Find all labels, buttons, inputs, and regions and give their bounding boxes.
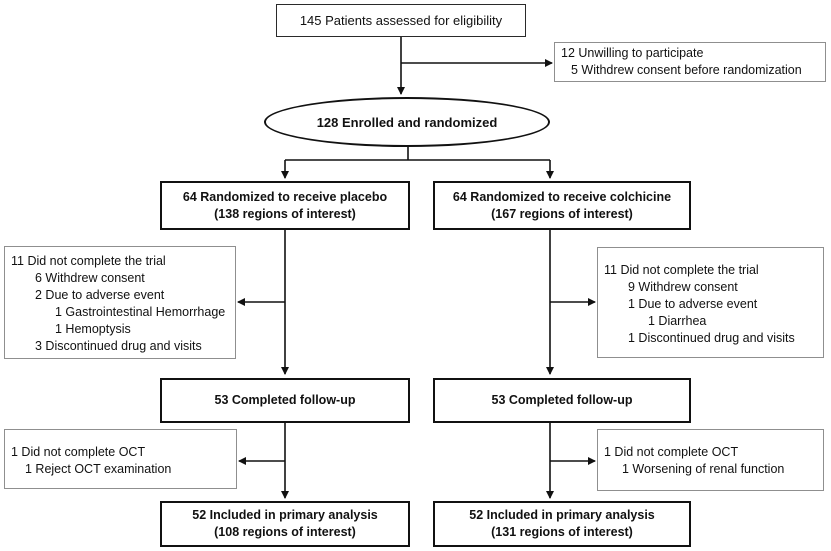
placebo-withdrew: 6 Withdrew consent (35, 271, 145, 285)
colchicine-completed-text: 53 Completed follow-up (491, 393, 633, 407)
colchicine-analysis-box: 52 Included in primary analysis (131 reg… (433, 501, 691, 547)
placebo-completed-box: 53 Completed follow-up (160, 378, 410, 423)
placebo-arm-box: 64 Randomized to receive placebo (138 re… (160, 181, 410, 230)
eligibility-text: 145 Patients assessed for eligibility (299, 13, 503, 28)
colchicine-discontinued: 1 Discontinued drug and visits (628, 331, 795, 345)
colchicine-arm-regions: (167 regions of interest) (491, 206, 633, 221)
excluded-item-withdrew: 5 Withdrew consent before randomization (571, 63, 802, 77)
placebo-analysis-box: 52 Included in primary analysis (108 reg… (160, 501, 410, 547)
colchicine-completed-box: 53 Completed follow-up (433, 378, 691, 423)
placebo-arm-title: 64 Randomized to receive placebo (182, 189, 388, 204)
placebo-oct-box: 1 Did not complete OCT 1 Reject OCT exam… (4, 429, 237, 489)
colchicine-adverse-diarrhea: 1 Diarrhea (648, 314, 707, 328)
placebo-oct-title: 1 Did not complete OCT (11, 445, 146, 459)
placebo-analysis-regions: (108 regions of interest) (214, 525, 356, 539)
colchicine-arm-title: 64 Randomized to receive colchicine (452, 189, 672, 204)
colchicine-analysis-title: 52 Included in primary analysis (469, 508, 655, 522)
placebo-dropout-box: 11 Did not complete the trial 6 Withdrew… (4, 246, 236, 359)
placebo-completed-text: 53 Completed follow-up (214, 393, 356, 407)
colchicine-analysis-regions: (131 regions of interest) (491, 525, 633, 539)
colchicine-oct-title: 1 Did not complete OCT (604, 445, 739, 459)
placebo-adverse-gi: 1 Gastrointestinal Hemorrhage (55, 305, 226, 319)
placebo-analysis-title: 52 Included in primary analysis (192, 508, 378, 522)
placebo-oct-reason: 1 Reject OCT examination (25, 462, 172, 476)
placebo-dropout-title: 11 Did not complete the trial (11, 254, 166, 268)
colchicine-withdrew: 9 Withdrew consent (628, 280, 738, 294)
colchicine-dropout-box: 11 Did not complete the trial 9 Withdrew… (597, 247, 824, 358)
colchicine-oct-box: 1 Did not complete OCT 1 Worsening of re… (597, 429, 824, 491)
colchicine-dropout-title: 11 Did not complete the trial (604, 263, 759, 277)
colchicine-oct-reason: 1 Worsening of renal function (622, 462, 785, 476)
colchicine-arm-box: 64 Randomized to receive colchicine (167… (433, 181, 691, 230)
excluded-item-unwilling: 12 Unwilling to participate (561, 46, 704, 60)
placebo-discontinued: 3 Discontinued drug and visits (35, 339, 202, 353)
placebo-adverse: 2 Due to adverse event (35, 288, 165, 302)
placebo-adverse-hemoptysis: 1 Hemoptysis (55, 322, 131, 336)
placebo-arm-regions: (138 regions of interest) (214, 206, 356, 221)
eligibility-box: 145 Patients assessed for eligibility (276, 4, 526, 37)
excluded-box: 12 Unwilling to participate 5 Withdrew c… (554, 42, 826, 82)
enrolled-text: 128 Enrolled and randomized (316, 114, 498, 130)
colchicine-adverse: 1 Due to adverse event (628, 297, 758, 311)
enrolled-oval: 128 Enrolled and randomized (264, 97, 550, 147)
